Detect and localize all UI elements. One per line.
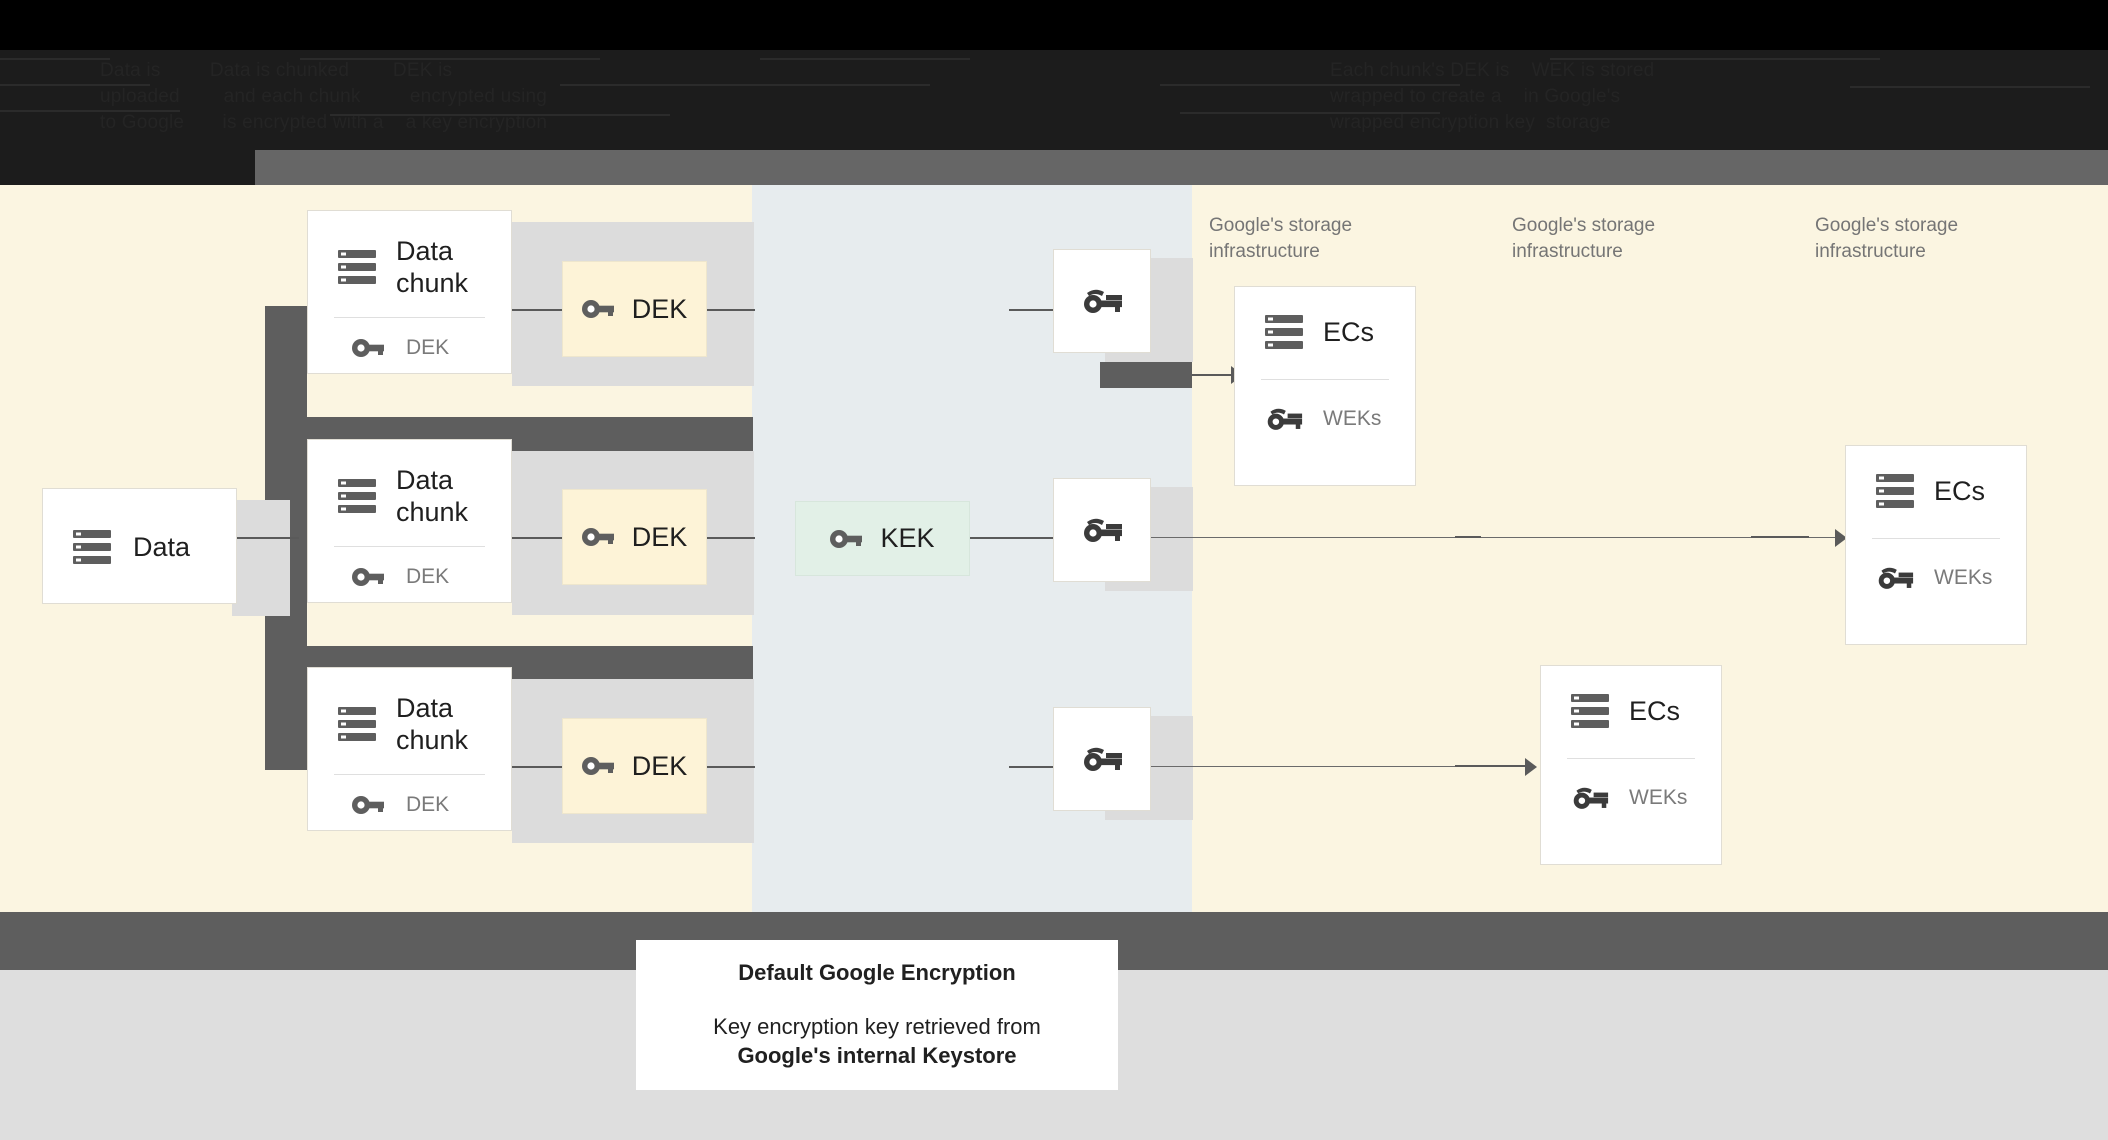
infra-label-1: Google's storage infrastructure <box>1209 215 1353 262</box>
chunk-card-2[interactable]: Data chunk DEK <box>307 439 512 603</box>
caption-body-bold: Google's internal Keystore <box>737 1043 1017 1068</box>
caption-box: Default Google Encryption Key encryption… <box>636 940 1118 1090</box>
caption-body-prefix: Key encryption key retrieved from <box>713 1014 1041 1039</box>
kek-chip-label: KEK <box>880 523 935 553</box>
chunk-card-divider-3 <box>334 774 485 775</box>
connector-to-wek1 <box>1009 309 1055 311</box>
server-stack-icon <box>1876 474 1914 508</box>
ec-card-2[interactable]: ECs WEKs <box>1845 445 2027 645</box>
server-stack-icon <box>338 250 376 284</box>
server-stack-icon <box>1571 694 1609 728</box>
chunk-card-key-label-2: DEK <box>406 565 450 588</box>
chunk-card-key-label-3: DEK <box>406 793 450 816</box>
connector-kek-to-wek2 <box>970 537 1055 539</box>
key-icon <box>352 567 384 587</box>
connector-wek3-seg <box>1455 765 1531 767</box>
wrapped-key-icon <box>1081 745 1123 773</box>
server-stack-icon <box>338 479 376 513</box>
connector-chunk1-dek1 <box>512 309 562 311</box>
wrapped-key-icon <box>1571 785 1609 811</box>
caption-title: Default Google Encryption <box>738 960 1016 985</box>
data-card[interactable]: Data <box>42 488 237 604</box>
connector-wek1-to-ec1 <box>1192 374 1236 376</box>
connector-wek2-seg-b <box>1751 536 1809 538</box>
dek-chip-label-1: DEK <box>631 293 688 324</box>
wek1-dark-connector-bar <box>1100 362 1192 388</box>
key-icon <box>352 795 384 815</box>
connector-wek3-to-ec3 <box>1151 766 1531 767</box>
wek-box-1[interactable] <box>1053 249 1151 353</box>
header-divider-dark-segment <box>0 150 255 185</box>
obscured-text-6: wrapped encryption key storage <box>1330 112 1611 133</box>
key-icon <box>581 756 614 776</box>
kek-chip[interactable]: KEK <box>795 501 970 576</box>
key-icon <box>581 299 614 319</box>
ec-card-title-2: ECs <box>1934 476 1986 506</box>
key-icon <box>581 527 614 547</box>
server-stack-icon <box>1265 315 1303 349</box>
wrapped-key-icon <box>1876 565 1914 591</box>
connector-data-to-fork <box>237 537 299 539</box>
data-card-title: Data <box>133 532 191 562</box>
infra-label-2: Google's storage infrastructure <box>1512 215 1656 262</box>
ec-card-key-label-1: WEKs <box>1323 407 1382 430</box>
connector-dek1-mid <box>707 309 755 311</box>
wrapped-key-icon <box>1081 287 1123 315</box>
dek-chip-2[interactable]: DEK <box>562 489 707 585</box>
obscured-text-2: uploaded and each chunk encrypted using <box>100 86 548 107</box>
chunk-card-3[interactable]: Data chunk DEK <box>307 667 512 831</box>
chunk-card-divider-1 <box>334 317 485 318</box>
connector-chunk2-dek2 <box>512 537 562 539</box>
header-divider-band <box>0 150 2108 185</box>
chunk-card-title-1: Data chunk <box>396 236 469 298</box>
connector-wek2-seg-a <box>1455 536 1481 538</box>
ec-card-title-3: ECs <box>1629 696 1681 726</box>
ec-card-key-label-2: WEKs <box>1934 566 1993 589</box>
dek-chip-label-3: DEK <box>631 750 688 781</box>
chunk-card-title-2: Data chunk <box>396 465 469 527</box>
wek-box-2[interactable] <box>1053 478 1151 582</box>
ec-card-divider-1 <box>1261 379 1389 380</box>
wek-box-3[interactable] <box>1053 707 1151 811</box>
key-icon <box>830 529 863 549</box>
dek-chip-3[interactable]: DEK <box>562 718 707 814</box>
dek-chip-label-2: DEK <box>631 521 688 552</box>
arrowhead-ec-right <box>1835 529 1847 547</box>
obscured-text-1: Data is Data is chunked DEK is <box>100 60 453 81</box>
top-black-band <box>0 0 2108 50</box>
chunk-card-key-label-1: DEK <box>406 336 450 359</box>
ec-card-3[interactable]: ECs WEKs <box>1540 665 1722 865</box>
chunk-card-divider-2 <box>334 546 485 547</box>
dek-chip-1[interactable]: DEK <box>562 261 707 357</box>
wrapped-key-icon <box>1265 406 1303 432</box>
arrowhead-ec3 <box>1525 758 1537 776</box>
chunk-card-1[interactable]: Data chunk DEK <box>307 210 512 374</box>
wrapped-key-icon <box>1081 516 1123 544</box>
obscured-text-4: Each chunk's DEK is WEK is stored <box>1330 60 1655 81</box>
caption-body: Key encryption key retrieved from Google… <box>713 1012 1041 1070</box>
connector-dek3-mid <box>707 766 755 768</box>
infra-label-3: Google's storage infrastructure <box>1815 215 1959 262</box>
data-card-shadow <box>232 500 290 616</box>
connector-dek2-mid <box>707 537 755 539</box>
obscured-text-3: to Google is encrypted with a a key encr… <box>100 112 548 133</box>
ec-card-divider-3 <box>1567 758 1695 759</box>
ec-card-divider-2 <box>1872 538 2000 539</box>
ec-card-key-label-3: WEKs <box>1629 786 1688 809</box>
ec-card-1[interactable]: ECs WEKs <box>1234 286 1416 486</box>
connector-chunk3-dek3 <box>512 766 562 768</box>
server-stack-icon <box>73 530 111 564</box>
connector-to-wek3 <box>1009 766 1055 768</box>
server-stack-icon <box>338 707 376 741</box>
connector-wek2-to-ec-right <box>1151 537 1841 538</box>
key-icon <box>352 338 384 358</box>
obscured-header-region: Data is Data is chunked DEK is uploaded … <box>0 50 2108 150</box>
chunk-card-title-3: Data chunk <box>396 693 469 755</box>
obscured-text-5: wrapped to create a in Google's <box>1330 86 1621 107</box>
ec-card-title-1: ECs <box>1323 317 1375 347</box>
